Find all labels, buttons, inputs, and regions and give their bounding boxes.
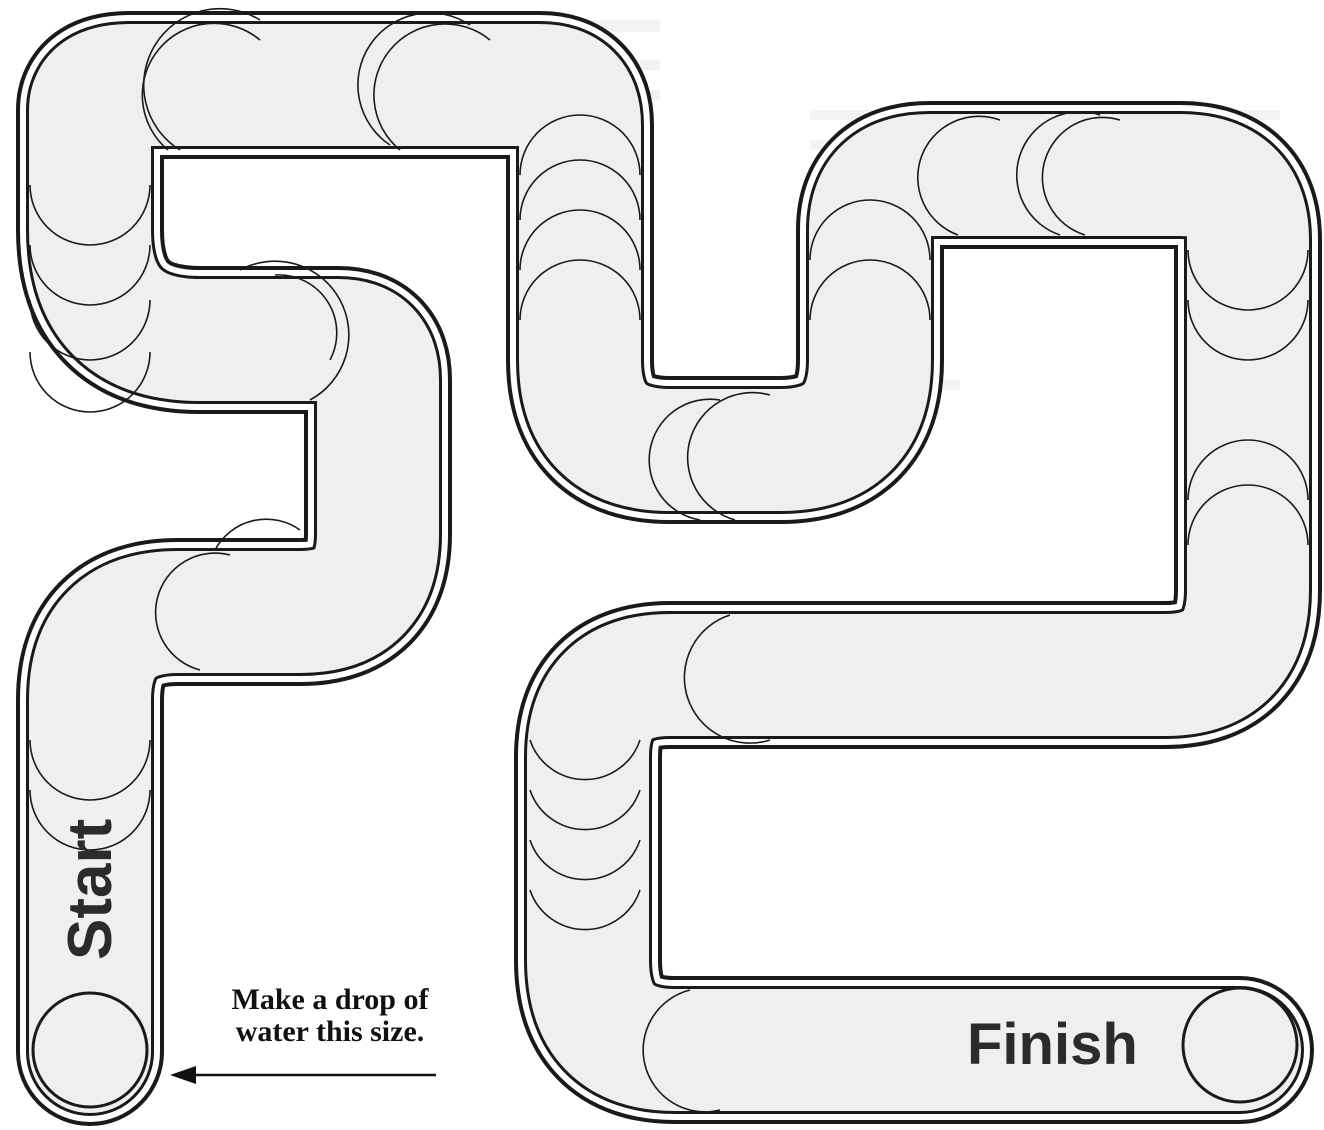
instruction-text: Make a drop of water this size. (200, 984, 460, 1048)
instruction-line-2: water this size. (200, 1016, 460, 1048)
finish-label: Finish (967, 1012, 1138, 1077)
finish-circle-icon (1183, 988, 1297, 1102)
start-label: Start (56, 819, 125, 960)
arrow-left-icon (170, 1066, 436, 1084)
water-drop-circle-icon (33, 993, 147, 1107)
instruction-line-1: Make a drop of (200, 984, 460, 1016)
